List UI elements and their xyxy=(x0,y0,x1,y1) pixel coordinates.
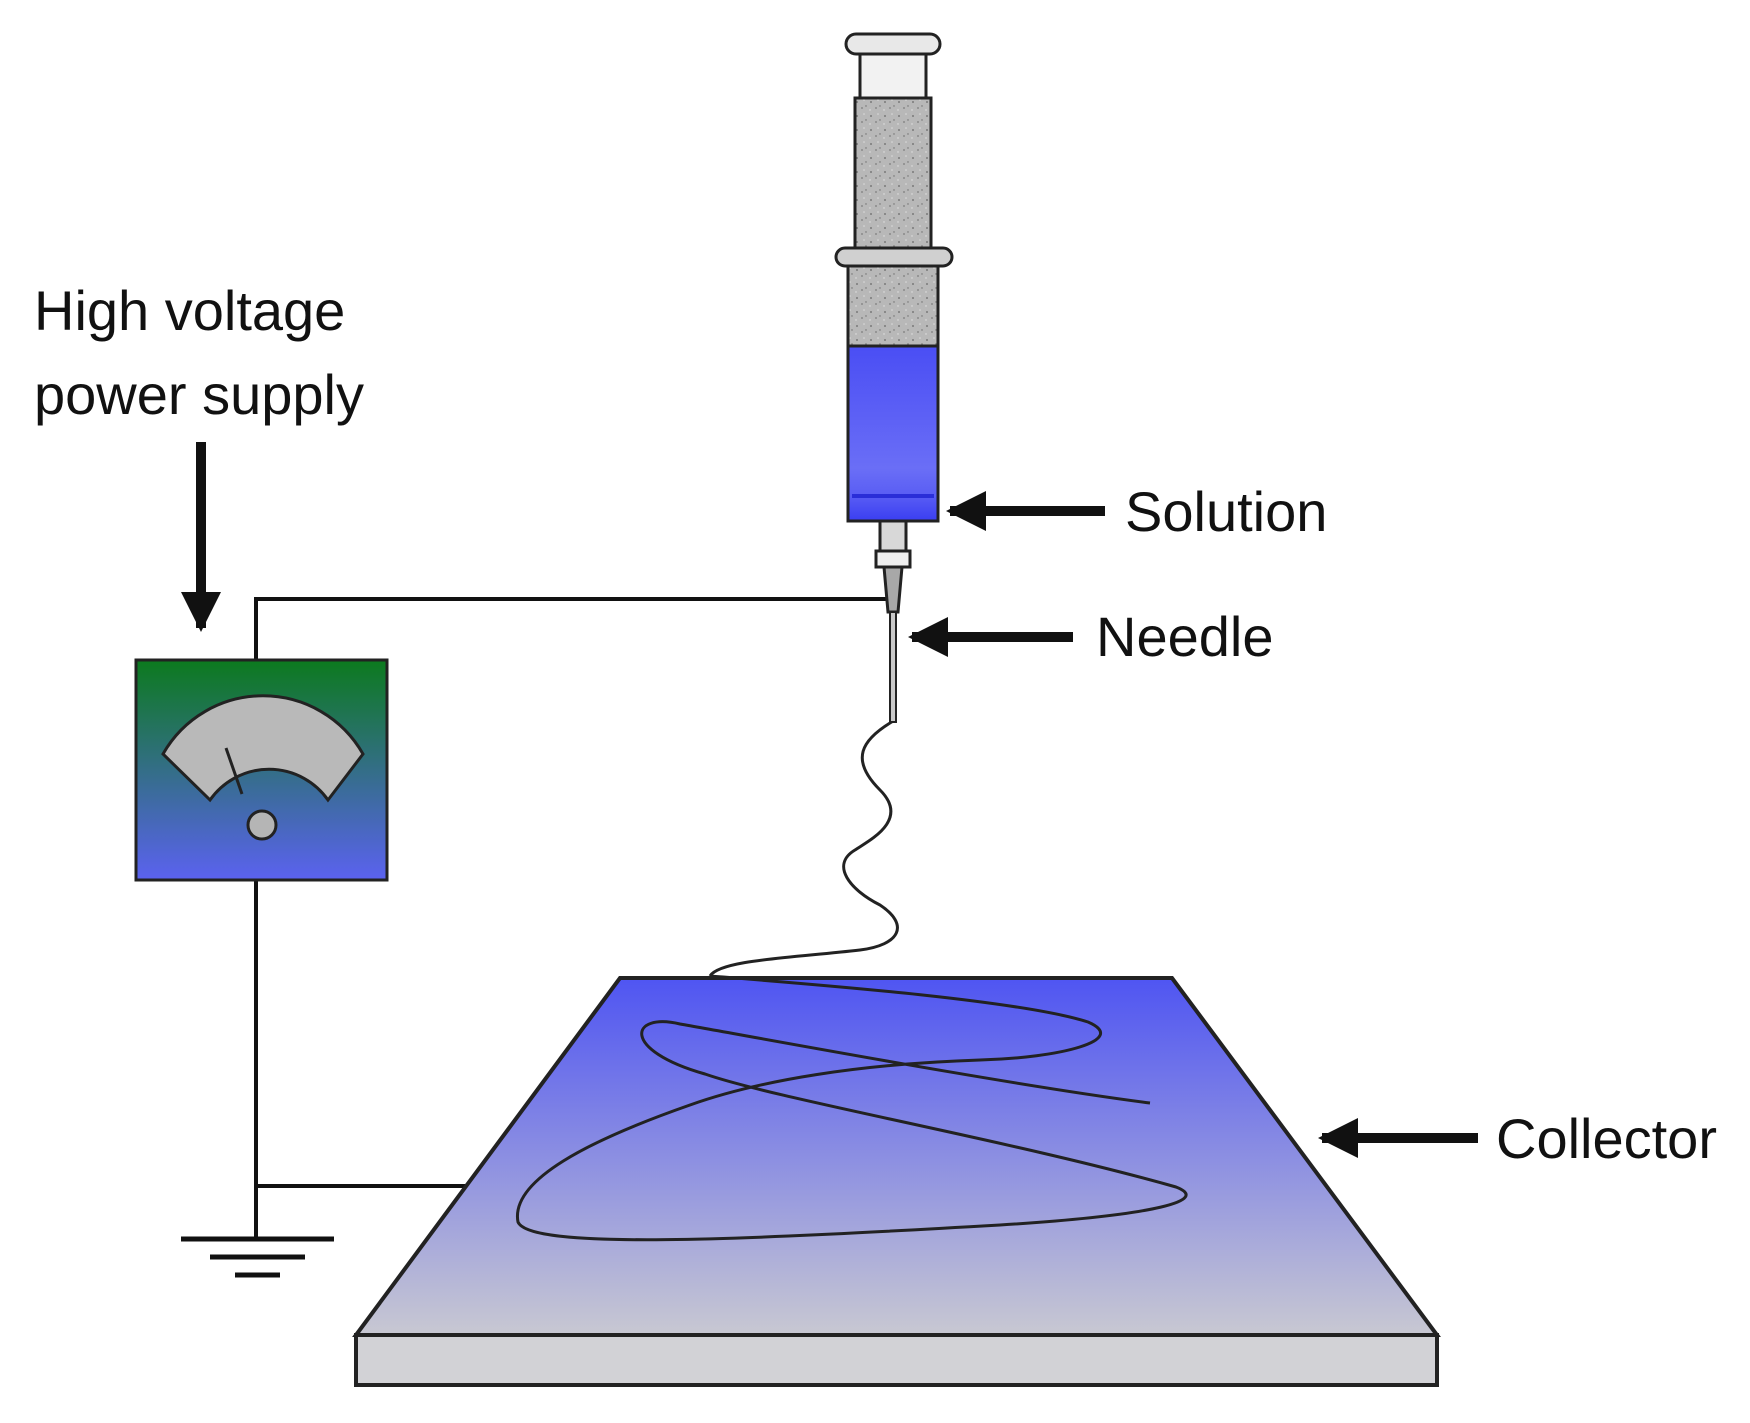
solution-fill xyxy=(846,344,940,523)
power-supply-label-line2: power supply xyxy=(34,363,364,426)
power-supply-label-line1: High voltage xyxy=(34,279,345,342)
wiring xyxy=(254,597,893,1239)
voltmeter-icon xyxy=(134,658,389,882)
solution-label: Solution xyxy=(1125,480,1327,543)
needle-label: Needle xyxy=(1096,605,1273,668)
syringe-icon xyxy=(834,32,954,723)
meter-dial xyxy=(161,694,365,803)
collector-plate xyxy=(352,976,1441,1387)
meter-needle xyxy=(224,747,244,795)
syringe-barrel xyxy=(846,264,940,348)
collector-front-edge xyxy=(354,1333,1439,1387)
needle-base xyxy=(882,565,904,614)
meter-knob xyxy=(246,809,278,841)
wire-to-needle xyxy=(254,597,893,660)
syringe-nozzle xyxy=(878,519,908,553)
needle xyxy=(889,611,897,723)
needle-hub xyxy=(874,549,912,569)
collector-top-surface xyxy=(352,976,1441,1337)
syringe-flange xyxy=(834,246,954,268)
deposited-fiber xyxy=(516,974,1188,1242)
collector-label: Collector xyxy=(1496,1107,1717,1170)
plunger-cap xyxy=(844,32,942,56)
ground-symbol-icon xyxy=(181,1236,334,1278)
annotation-arrows xyxy=(181,442,1478,1158)
plunger-neck xyxy=(858,52,928,100)
whipping-jet xyxy=(708,670,899,977)
plunger-rod xyxy=(853,96,933,250)
